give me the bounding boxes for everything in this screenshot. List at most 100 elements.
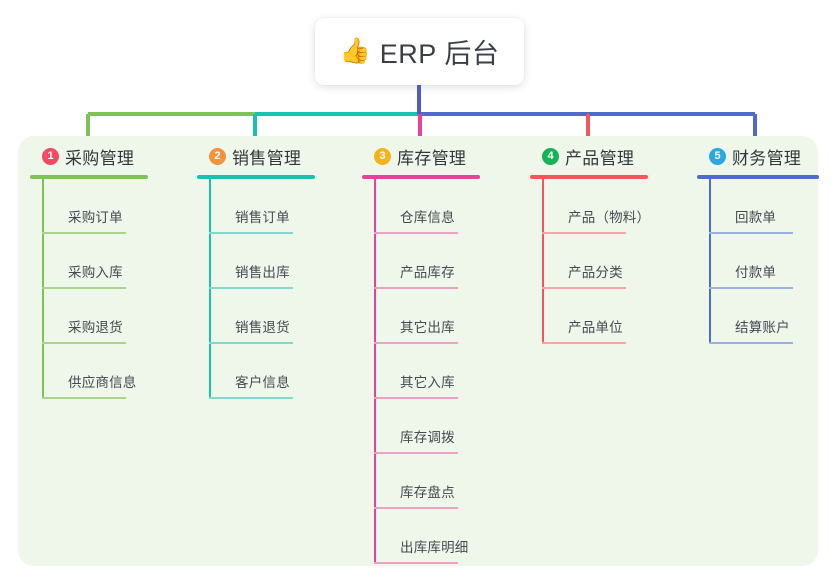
leaf-node[interactable]: 产品（物料） [542, 179, 650, 234]
leaf-label: 付款单 [735, 265, 777, 281]
leaf-underline [42, 287, 126, 289]
leaf-label: 库存调拨 [400, 430, 455, 446]
branch-underline [697, 175, 819, 179]
branch-underline [530, 175, 648, 179]
branch-column-1: 1 采购管理采购订单采购入库采购退货供应商信息 [30, 143, 148, 399]
leaf-underline [542, 342, 626, 344]
branch-column-4: 4 产品管理产品（物料） 产品分类产品单位 [530, 143, 650, 344]
branch-spine [374, 179, 376, 564]
branch-header[interactable]: 3 库存管理 [362, 143, 480, 169]
leaf-node[interactable]: 产品分类 [542, 234, 650, 289]
leaf-label: 采购订单 [68, 210, 123, 226]
leaf-node[interactable]: 采购退货 [42, 289, 148, 344]
leaf-underline [42, 342, 126, 344]
branch-leaf-list: 采购订单采购入库采购退货供应商信息 [30, 179, 148, 399]
leaf-node[interactable]: 库存盘点 [374, 454, 480, 509]
leaf-underline [209, 342, 293, 344]
branch-number-badge: 1 [42, 147, 59, 165]
leaf-underline [374, 232, 458, 234]
branch-header[interactable]: 1 采购管理 [30, 143, 148, 169]
leaf-label: 供应商信息 [68, 375, 137, 391]
leaf-node[interactable]: 产品单位 [542, 289, 650, 344]
leaf-label: 产品库存 [400, 265, 455, 281]
leaf-label: 产品单位 [568, 320, 623, 336]
leaf-label: 其它入库 [400, 375, 455, 391]
leaf-underline [209, 287, 293, 289]
branch-number-badge: 5 [709, 147, 726, 165]
leaf-label: 销售订单 [235, 210, 290, 226]
branch-number-badge: 4 [542, 147, 559, 165]
leaf-node[interactable]: 回款单 [709, 179, 819, 234]
leaf-underline [42, 232, 126, 234]
leaf-label: 库存盘点 [400, 485, 455, 501]
branch-title-label: 库存管理 [397, 148, 467, 168]
leaf-node[interactable]: 出库库明细 [374, 509, 480, 564]
branch-title-label: 采购管理 [65, 148, 135, 168]
leaf-label: 销售出库 [235, 265, 290, 281]
leaf-label: 回款单 [735, 210, 777, 226]
branch-title-label: 产品管理 [565, 148, 635, 168]
branch-leaf-list: 回款单付款单结算账户 [697, 179, 819, 344]
branch-number-badge: 2 [209, 147, 226, 165]
branch-column-5: 5 财务管理回款单付款单结算账户 [697, 143, 819, 344]
branch-underline [30, 175, 148, 179]
branch-header[interactable]: 5 财务管理 [697, 143, 819, 169]
branches-panel [18, 136, 818, 566]
branch-column-3: 3 库存管理仓库信息产品库存其它出库其它入库库存调拨库存盘点出库库明细 [362, 143, 480, 564]
leaf-underline [709, 342, 793, 344]
branch-leaf-list: 仓库信息产品库存其它出库其它入库库存调拨库存盘点出库库明细 [362, 179, 480, 564]
leaf-node[interactable]: 产品库存 [374, 234, 480, 289]
leaf-node[interactable]: 其它入库 [374, 344, 480, 399]
branch-spine [542, 179, 544, 344]
branch-title-label: 销售管理 [232, 148, 302, 168]
branch-leaf-list: 产品（物料） 产品分类产品单位 [530, 179, 650, 344]
leaf-label: 结算账户 [735, 320, 790, 336]
leaf-label: 产品（物料） [568, 210, 651, 226]
leaf-label: 出库库明细 [400, 540, 469, 556]
leaf-label: 产品分类 [568, 265, 623, 281]
branch-spine [42, 179, 44, 399]
leaf-underline [374, 342, 458, 344]
leaf-underline [374, 507, 458, 509]
leaf-underline [374, 562, 458, 564]
leaf-underline [374, 397, 458, 399]
leaf-node[interactable]: 销售出库 [209, 234, 315, 289]
branch-underline [197, 175, 315, 179]
leaf-underline [374, 287, 458, 289]
leaf-node[interactable]: 销售退货 [209, 289, 315, 344]
branch-header[interactable]: 2 销售管理 [197, 143, 315, 169]
branch-spine [209, 179, 211, 399]
leaf-node[interactable]: 其它出库 [374, 289, 480, 344]
leaf-node[interactable]: 销售订单 [209, 179, 315, 234]
leaf-underline [542, 232, 626, 234]
leaf-node[interactable]: 采购入库 [42, 234, 148, 289]
leaf-node[interactable]: 采购订单 [42, 179, 148, 234]
leaf-node[interactable]: 结算账户 [709, 289, 819, 344]
branch-title-label: 财务管理 [732, 148, 802, 168]
root-title-label: ERP 后台 [379, 39, 500, 69]
branch-column-2: 2 销售管理销售订单销售出库销售退货客户信息 [197, 143, 315, 399]
branch-number-badge: 3 [374, 147, 391, 165]
leaf-underline [374, 452, 458, 454]
leaf-label: 采购退货 [68, 320, 123, 336]
leaf-node[interactable]: 供应商信息 [42, 344, 148, 399]
thumbs-up-icon: 👍 [339, 37, 371, 65]
leaf-label: 采购入库 [68, 265, 123, 281]
branch-underline [362, 175, 480, 179]
branch-header[interactable]: 4 产品管理 [530, 143, 650, 169]
root-node-card[interactable]: 👍 ERP 后台 [315, 18, 524, 85]
leaf-underline [709, 287, 793, 289]
leaf-node[interactable]: 付款单 [709, 234, 819, 289]
branch-spine [709, 179, 711, 344]
leaf-node[interactable]: 仓库信息 [374, 179, 480, 234]
leaf-node[interactable]: 客户信息 [209, 344, 315, 399]
leaf-label: 销售退货 [235, 320, 290, 336]
leaf-label: 仓库信息 [400, 210, 455, 226]
leaf-node[interactable]: 库存调拨 [374, 399, 480, 454]
leaf-underline [209, 232, 293, 234]
branch-leaf-list: 销售订单销售出库销售退货客户信息 [197, 179, 315, 399]
leaf-underline [42, 397, 126, 399]
leaf-label: 客户信息 [235, 375, 290, 391]
leaf-underline [542, 287, 626, 289]
